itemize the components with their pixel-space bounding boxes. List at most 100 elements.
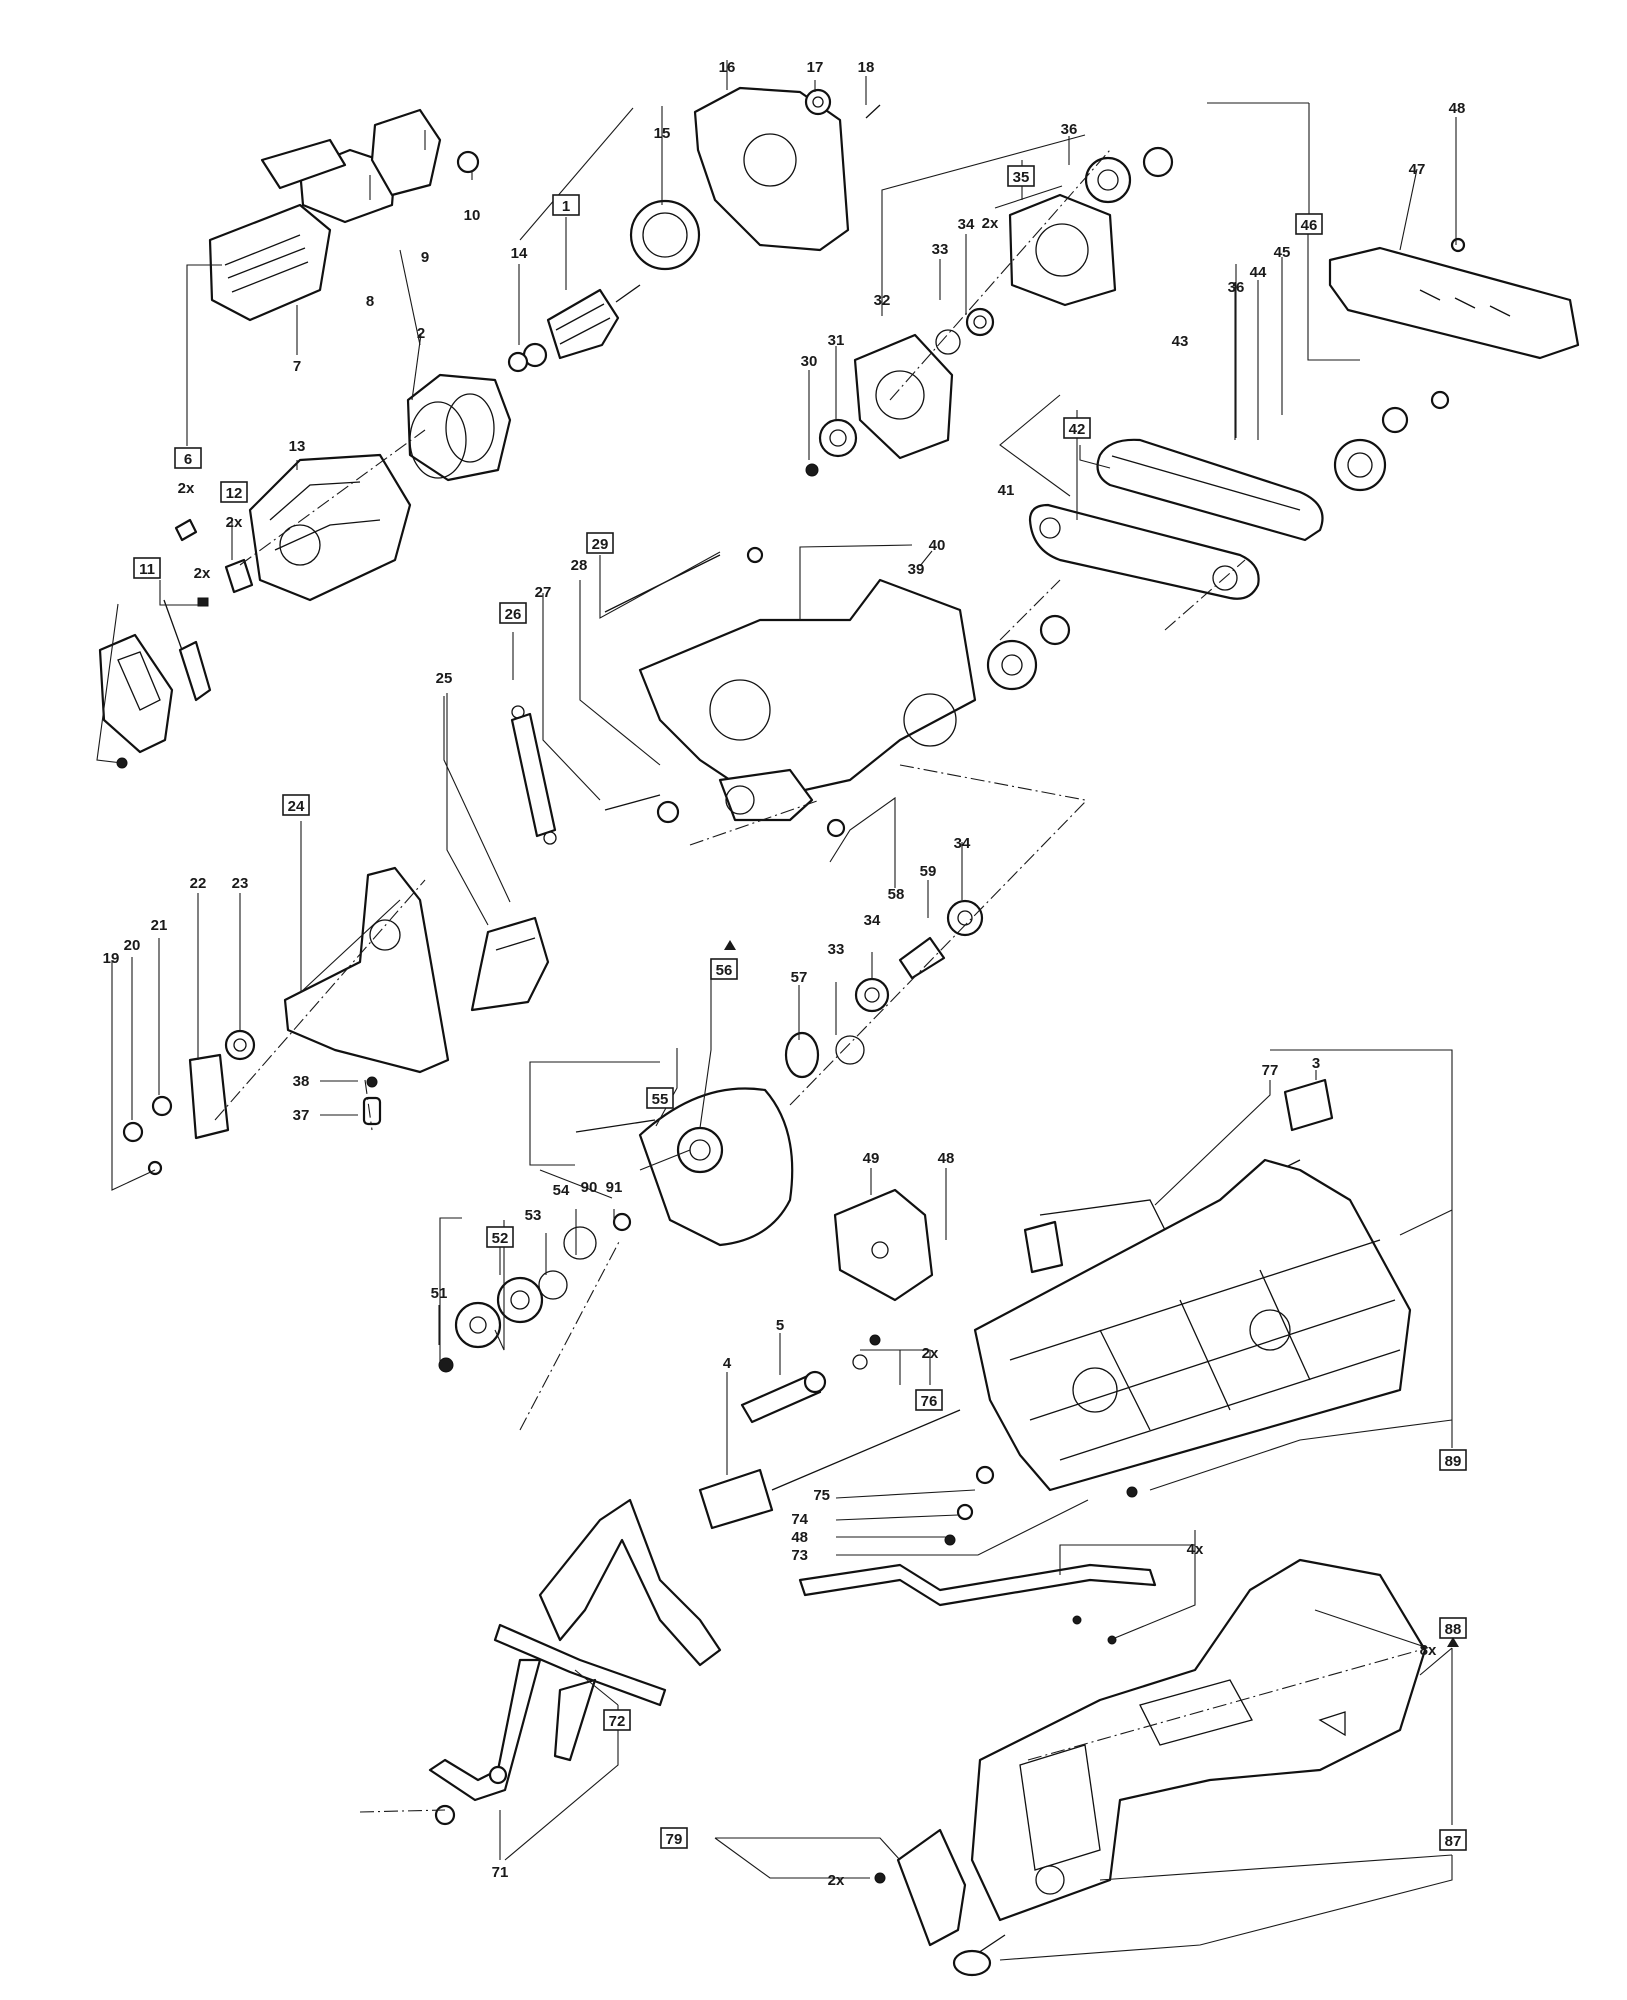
label-72: 72 bbox=[609, 1713, 626, 1730]
label-25: 25 bbox=[436, 670, 453, 687]
label-21: 21 bbox=[151, 917, 168, 934]
axis-lines bbox=[214, 149, 1421, 1813]
qty-6: 2x bbox=[178, 480, 195, 497]
label-88: 88 bbox=[1445, 1621, 1462, 1638]
part-switch-housing bbox=[208, 108, 480, 322]
qty-76: 2x bbox=[922, 1345, 939, 1362]
part-spindle-assembly bbox=[784, 818, 984, 1079]
qty-4x: 4x bbox=[1187, 1541, 1204, 1558]
label-29: 29 bbox=[592, 536, 609, 553]
label-20: 20 bbox=[124, 937, 141, 954]
label-22: 22 bbox=[190, 875, 207, 892]
label-9: 9 bbox=[421, 249, 429, 266]
label-43: 43 bbox=[1172, 333, 1189, 350]
label-36-right: 36 bbox=[1228, 279, 1245, 296]
label-5: 5 bbox=[776, 1317, 784, 1334]
label-4: 4 bbox=[723, 1355, 732, 1372]
label-13: 13 bbox=[289, 438, 306, 455]
label-7: 7 bbox=[293, 358, 301, 375]
part-brush-cover bbox=[98, 558, 254, 769]
label-35: 35 bbox=[1013, 169, 1030, 186]
part-number-labels: 1 2 3 4 5 6 7 8 9 10 11 12 13 14 15 16 1… bbox=[103, 59, 1466, 1881]
qty-8x: 8x bbox=[1420, 1642, 1437, 1659]
part-illustrations bbox=[98, 86, 1580, 1977]
label-53: 53 bbox=[525, 1207, 542, 1224]
part-drive-belt bbox=[1096, 390, 1450, 542]
part-belt-plate bbox=[986, 503, 1260, 691]
arrow-up-icon bbox=[724, 940, 736, 950]
label-74: 74 bbox=[791, 1511, 808, 1528]
label-54: 54 bbox=[553, 1182, 570, 1199]
label-boxes bbox=[133, 165, 1467, 1851]
label-36-top: 36 bbox=[1061, 121, 1078, 138]
label-2: 2 bbox=[417, 325, 425, 342]
label-41: 41 bbox=[998, 482, 1015, 499]
label-59: 59 bbox=[920, 863, 937, 880]
label-19: 19 bbox=[103, 950, 120, 967]
label-12: 12 bbox=[226, 485, 243, 502]
label-73: 73 bbox=[791, 1547, 808, 1564]
part-gear-plate bbox=[935, 146, 1174, 355]
quantity-labels: 2x 2x 2x 2x 2x 4x 8x 2x bbox=[178, 215, 1437, 1889]
label-71: 71 bbox=[492, 1864, 509, 1881]
label-15: 15 bbox=[654, 125, 671, 142]
part-stator bbox=[406, 373, 512, 482]
label-34-top: 34 bbox=[958, 216, 975, 233]
part-cover-79 bbox=[874, 1828, 967, 1947]
label-3: 3 bbox=[1312, 1055, 1320, 1072]
label-27: 27 bbox=[535, 584, 552, 601]
label-24: 24 bbox=[288, 798, 305, 815]
label-31: 31 bbox=[828, 332, 845, 349]
label-18: 18 bbox=[858, 59, 875, 76]
label-52: 52 bbox=[492, 1230, 509, 1247]
label-76: 76 bbox=[921, 1393, 938, 1410]
label-91: 91 bbox=[606, 1179, 623, 1196]
label-10: 10 bbox=[464, 207, 481, 224]
part-dust-chute bbox=[470, 916, 550, 1012]
label-11: 11 bbox=[139, 561, 155, 578]
part-stand-frame bbox=[428, 1498, 722, 1826]
label-77: 77 bbox=[1262, 1062, 1279, 1079]
part-cover-49 bbox=[833, 1188, 934, 1302]
part-gasket bbox=[805, 333, 954, 477]
part-spring bbox=[510, 705, 557, 845]
label-48-mid: 48 bbox=[938, 1150, 955, 1167]
label-87: 87 bbox=[1445, 1833, 1462, 1850]
label-32: 32 bbox=[874, 292, 891, 309]
label-34-mid: 34 bbox=[954, 835, 971, 852]
qty-35: 2x bbox=[982, 215, 999, 232]
label-79: 79 bbox=[666, 1831, 683, 1848]
label-33-top: 33 bbox=[932, 241, 949, 258]
part-handle-5 bbox=[698, 1334, 1138, 1546]
label-55: 55 bbox=[652, 1091, 669, 1108]
qty-12: 2x bbox=[226, 514, 243, 531]
part-armature bbox=[507, 199, 701, 373]
label-33-mid: 33 bbox=[828, 941, 845, 958]
part-gear-housing bbox=[604, 546, 977, 824]
label-75: 75 bbox=[813, 1487, 830, 1504]
label-45: 45 bbox=[1274, 244, 1291, 261]
label-48-low: 48 bbox=[791, 1529, 808, 1546]
label-26: 26 bbox=[505, 606, 522, 623]
label-39: 39 bbox=[908, 561, 925, 578]
label-34-low: 34 bbox=[864, 912, 881, 929]
label-90: 90 bbox=[581, 1179, 598, 1196]
label-23: 23 bbox=[232, 875, 249, 892]
label-47: 47 bbox=[1409, 161, 1426, 178]
label-89: 89 bbox=[1445, 1453, 1462, 1470]
label-14-top: 14 bbox=[511, 245, 528, 262]
label-48-top: 48 bbox=[1449, 100, 1466, 117]
part-flanges bbox=[438, 1226, 597, 1373]
label-51: 51 bbox=[431, 1285, 448, 1302]
label-38: 38 bbox=[293, 1073, 310, 1090]
label-1: 1 bbox=[562, 198, 570, 215]
label-42: 42 bbox=[1069, 421, 1086, 438]
label-49: 49 bbox=[863, 1150, 880, 1167]
leader-lines bbox=[96, 60, 1457, 1961]
label-8: 8 bbox=[366, 293, 374, 310]
part-base-frame bbox=[973, 1158, 1412, 1492]
part-belt-cover bbox=[1328, 237, 1580, 360]
label-37: 37 bbox=[293, 1107, 310, 1124]
label-56: 56 bbox=[716, 962, 733, 979]
